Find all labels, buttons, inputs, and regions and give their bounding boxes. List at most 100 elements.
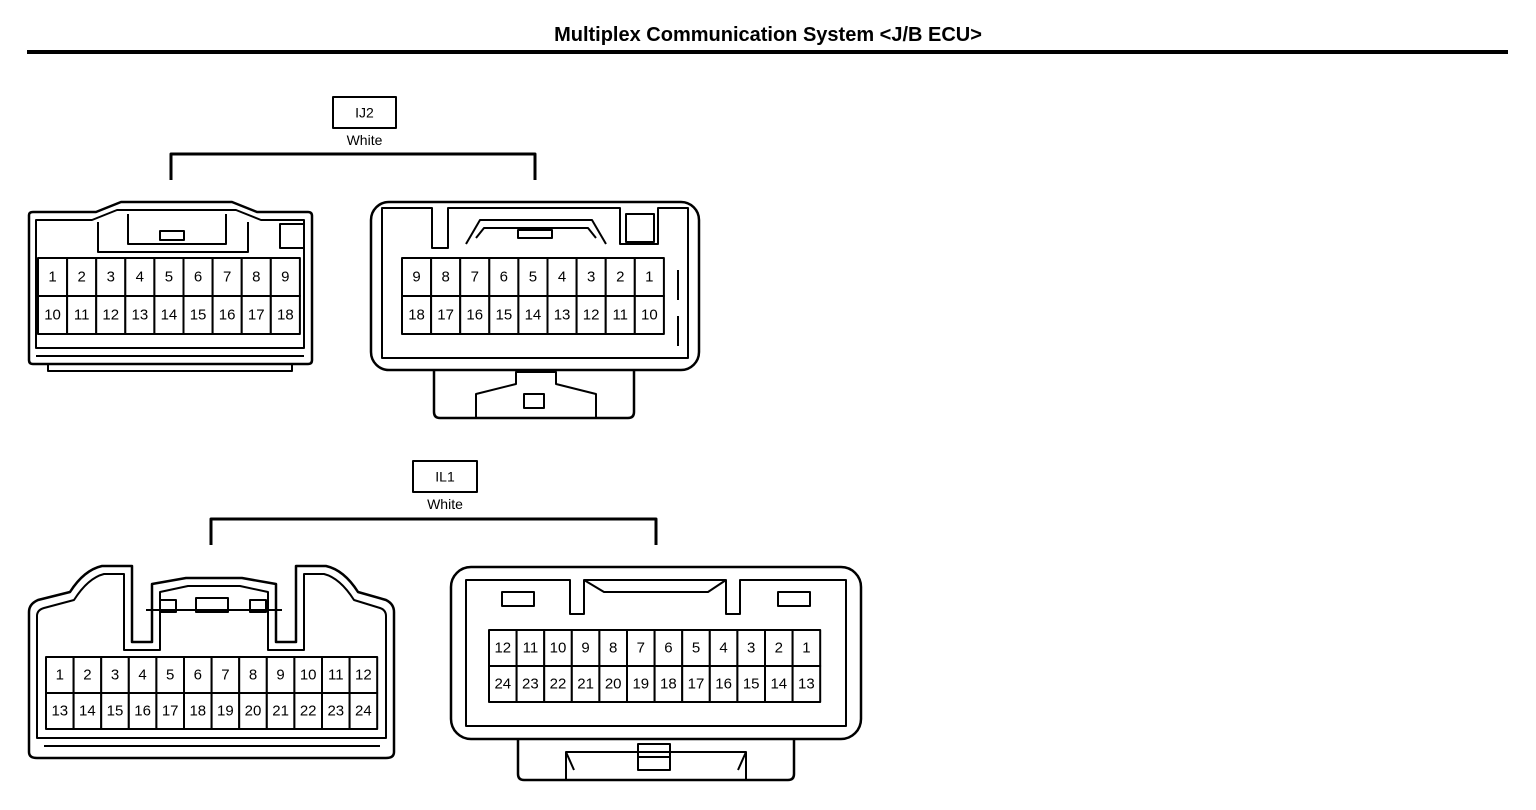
pin-cell: [45, 656, 75, 694]
pin-number: 19: [217, 703, 234, 720]
pin-number: 18: [408, 307, 425, 324]
pin-number: 18: [277, 307, 294, 324]
pin-cell: [95, 295, 127, 335]
pin-number: 17: [248, 307, 265, 324]
pin-number: 18: [189, 703, 206, 720]
pin-number: 5: [165, 269, 173, 286]
pin-number: 3: [747, 640, 755, 657]
pin-number: 12: [494, 640, 511, 657]
pin-cell: [72, 692, 103, 730]
pin-cell: [293, 656, 323, 694]
pin-number: 17: [437, 307, 454, 324]
pin-number: 11: [612, 307, 628, 324]
pin-number: 9: [281, 269, 289, 286]
pin-number: 12: [102, 307, 119, 324]
pin-number: 7: [637, 640, 645, 657]
pin-number: 8: [441, 269, 449, 286]
pin-cell: [653, 629, 684, 667]
pin-number: 4: [136, 269, 144, 286]
pin-number: 19: [632, 676, 649, 693]
pin-cell: [155, 656, 185, 694]
pin-number: 9: [581, 640, 589, 657]
pin-cell: [736, 629, 767, 667]
pin-cell: [546, 257, 578, 297]
pin-number: 21: [272, 703, 289, 720]
pin-number: 13: [51, 703, 68, 720]
page-title: Multiplex Communication System <J/B ECU>: [554, 24, 982, 46]
connector-il1-view-b: [449, 565, 863, 782]
pin-cell: [348, 692, 379, 730]
pin-number: 4: [719, 640, 727, 657]
connector-ij2-view-a: [27, 200, 314, 372]
pin-number: 24: [355, 703, 372, 720]
pin-number: 14: [79, 703, 96, 720]
pin-number: 14: [525, 307, 542, 324]
pin-cell: [681, 665, 711, 703]
pin-cell: [791, 629, 822, 667]
pin-number: 6: [500, 269, 508, 286]
pin-number: 23: [522, 676, 539, 693]
pin-number: 6: [664, 640, 672, 657]
pin-cell: [124, 295, 156, 335]
pin-number: 6: [194, 269, 202, 286]
pin-number: 15: [107, 703, 124, 720]
pin-number: 16: [715, 676, 732, 693]
title-underline: [27, 50, 1508, 54]
pin-cell: [265, 692, 296, 730]
pin-number: 16: [134, 703, 151, 720]
pin-number: 13: [132, 307, 149, 324]
pin-number: 7: [223, 269, 231, 286]
pin-number: 7: [471, 269, 479, 286]
pin-cell: [546, 295, 578, 335]
pin-number: 23: [327, 703, 344, 720]
pin-number: 17: [162, 703, 179, 720]
pin-cell: [153, 295, 185, 335]
connector-label-ij2: IJ2 White: [169, 96, 537, 180]
connector-il1-view-a: [27, 564, 396, 760]
pin-cell: [240, 295, 272, 335]
pin-cell: [791, 665, 822, 703]
pin-number: 2: [775, 640, 783, 657]
pin-cell: [598, 665, 629, 703]
pin-number: 15: [190, 307, 207, 324]
pin-number: 12: [583, 307, 600, 324]
pin-number: 5: [529, 269, 537, 286]
pin-cell: [210, 692, 241, 730]
pin-number: 12: [355, 667, 372, 684]
pin-number: 4: [138, 667, 146, 684]
pin-number: 1: [802, 640, 810, 657]
connector-label-il1: IL1 White: [209, 460, 658, 545]
pin-number: 11: [328, 667, 344, 684]
connector-color: White: [347, 132, 383, 148]
connector-code: IL1: [435, 469, 455, 485]
pin-number: 11: [523, 640, 539, 657]
pin-number: 10: [300, 667, 317, 684]
pin-cell: [321, 692, 351, 730]
pin-cell: [269, 295, 301, 335]
pin-cell: [430, 257, 462, 297]
connector-color: White: [427, 496, 463, 512]
pin-cell: [348, 656, 379, 694]
pin-number: 22: [300, 703, 317, 720]
pin-number: 1: [56, 667, 64, 684]
pin-number: 11: [74, 307, 90, 324]
pin-number: 6: [194, 667, 202, 684]
pin-cell: [736, 665, 767, 703]
pin-number: 8: [609, 640, 617, 657]
pin-number: 14: [770, 676, 787, 693]
pin-number: 2: [83, 667, 91, 684]
pin-number: 15: [743, 676, 760, 693]
pin-number: 16: [219, 307, 236, 324]
pin-cell: [653, 665, 684, 703]
pin-number: 8: [252, 269, 260, 286]
pin-number: 16: [466, 307, 483, 324]
pin-number: 1: [645, 269, 653, 286]
connector-ij2-view-b: [369, 200, 701, 420]
pin-number: 2: [616, 269, 624, 286]
pin-cell: [515, 629, 546, 667]
pin-cell: [598, 629, 629, 667]
